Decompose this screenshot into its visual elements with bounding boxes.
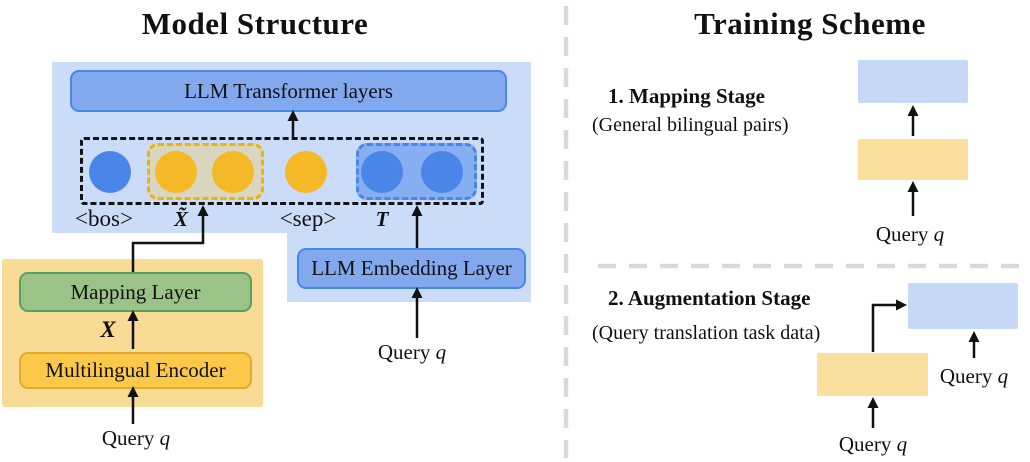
t-token-label: T xyxy=(375,207,389,231)
stage2-caption: (Query translation task data) xyxy=(592,322,821,344)
query-word: Query xyxy=(875,222,929,246)
mapping-layer-box: Mapping Layer xyxy=(19,272,252,312)
stage2-llm-rect xyxy=(908,283,1018,329)
multilingual-encoder-box: Multilingual Encoder xyxy=(19,352,252,389)
query-var: q xyxy=(997,364,1009,388)
token-circle-bos xyxy=(89,151,131,193)
token-circle-t-2 xyxy=(421,151,463,193)
query-var: q xyxy=(933,222,945,246)
arrow-stage2-query-to-encoder xyxy=(867,397,879,428)
stage2-heading: 2. Augmentation Stage xyxy=(608,286,811,310)
query-label-embedding-input: Query q xyxy=(352,340,472,365)
stage1-caption: (General bilingual pairs) xyxy=(592,114,789,136)
arrow-stage1-encoder-to-llm xyxy=(907,105,919,136)
query-var: q xyxy=(159,426,171,450)
query-word: Query xyxy=(838,432,892,456)
query-var: q xyxy=(896,432,908,456)
llm-transformer-layers-label: LLM Transformer layers xyxy=(184,78,393,103)
query-label-stage2-llm: Query q xyxy=(914,364,1030,389)
x-tilde-token-label: X̃ xyxy=(173,207,188,231)
query-word: Query xyxy=(377,340,431,364)
stage2-encoder-rect xyxy=(817,353,928,396)
query-label-stage1: Query q xyxy=(850,222,970,247)
llm-transformer-layers-box: LLM Transformer layers xyxy=(70,70,507,112)
query-var: q xyxy=(435,340,447,364)
token-circle-xtilde-1 xyxy=(155,151,197,193)
stage1-heading: 1. Mapping Stage xyxy=(608,84,765,108)
arrow-stage1-query-to-encoder xyxy=(907,181,919,216)
mapping-layer-label: Mapping Layer xyxy=(70,279,201,304)
stage1-llm-rect xyxy=(858,60,968,103)
query-label-encoder-input: Query q xyxy=(76,426,196,451)
stage1-encoder-rect xyxy=(858,139,968,180)
llm-embedding-layer-label: LLM Embedding Layer xyxy=(311,256,512,280)
multilingual-encoder-label: Multilingual Encoder xyxy=(45,358,226,382)
token-circle-sep xyxy=(285,151,327,193)
x-embedding-label: X xyxy=(100,317,116,342)
arrow-stage2-encoder-to-llm xyxy=(871,299,907,352)
query-word: Query xyxy=(101,426,155,450)
query-label-stage2-encoder: Query q xyxy=(813,432,933,457)
query-word: Query xyxy=(939,364,993,388)
arrow-stage2-query-to-llm xyxy=(968,331,980,358)
bos-token-label: <bos> xyxy=(75,206,133,231)
token-sequence-frame xyxy=(80,137,484,205)
sep-token-label: <sep> xyxy=(279,206,337,231)
model-structure-title: Model Structure xyxy=(141,6,369,41)
token-circle-xtilde-2 xyxy=(212,151,254,193)
token-circle-t-1 xyxy=(361,151,403,193)
training-scheme-title: Training Scheme xyxy=(694,6,926,41)
llm-embedding-layer-box: LLM Embedding Layer xyxy=(297,248,526,289)
